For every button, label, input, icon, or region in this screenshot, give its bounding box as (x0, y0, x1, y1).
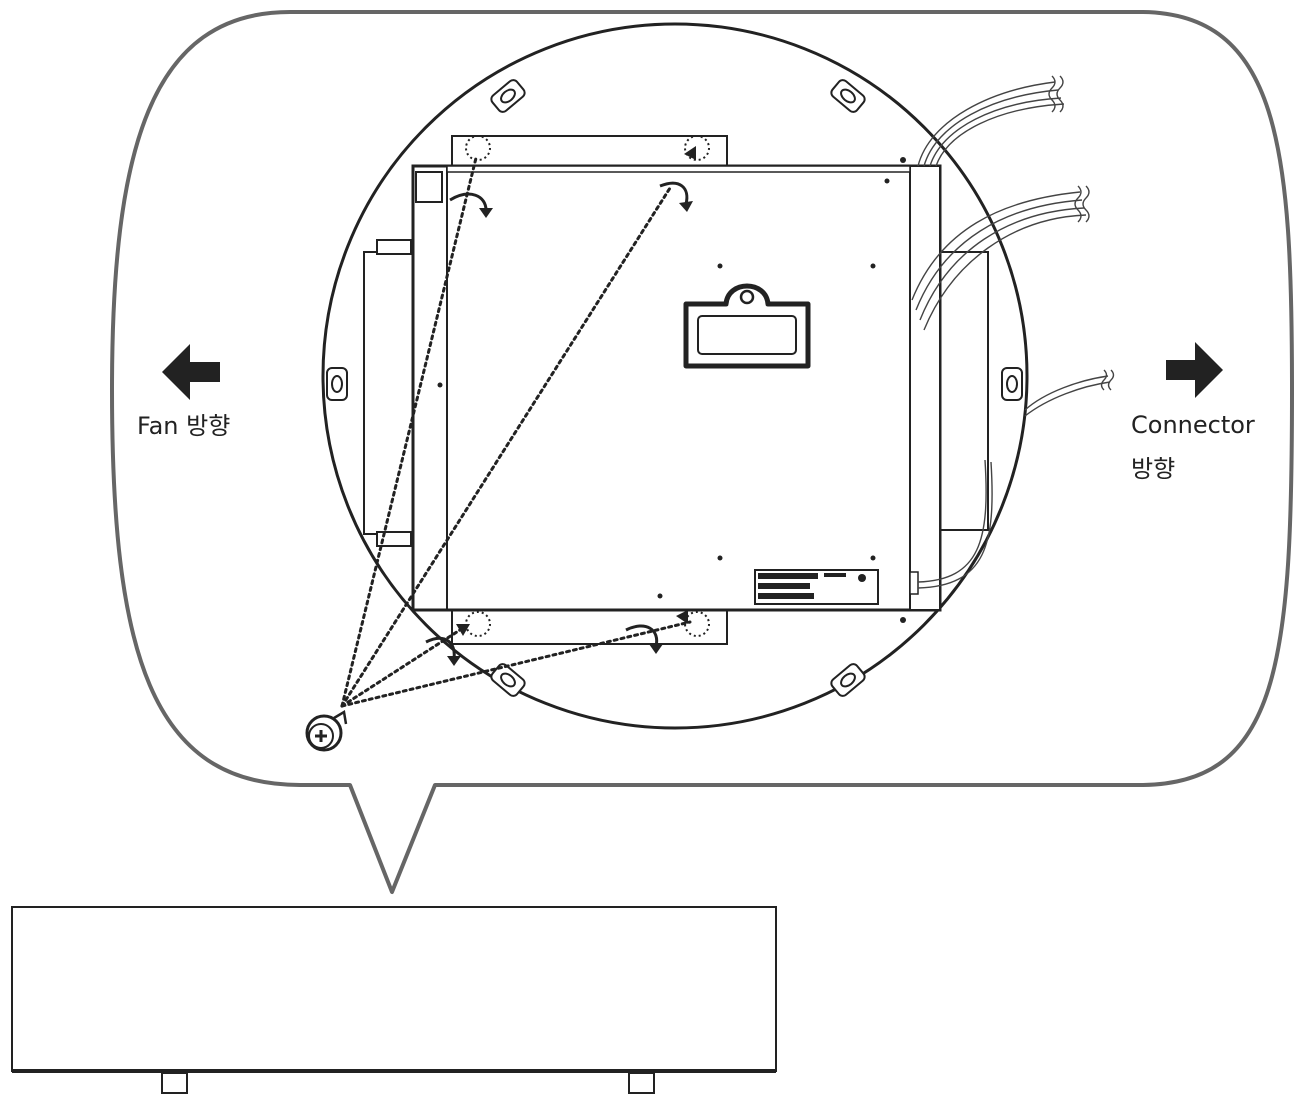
label-sticker (754, 569, 879, 605)
cable-break-marks (1048, 75, 1115, 391)
left-clip (415, 171, 443, 203)
right-arrow-icon (1166, 342, 1223, 398)
rotation-arrowheads (447, 146, 696, 666)
box-dots (437, 157, 906, 623)
cables (911, 81, 1111, 589)
connector-direction-label-line2: 방향 (1131, 455, 1176, 483)
screw-guide-lines (340, 156, 692, 708)
main-box (411, 164, 942, 612)
connector-direction-label-line1: Connector (1131, 411, 1255, 439)
side-connector (909, 571, 919, 595)
device-foot-right (628, 1072, 655, 1094)
handle-plate (683, 283, 811, 369)
mount-tabs (326, 79, 1023, 697)
screw-icon (305, 709, 348, 752)
screw-holes (465, 135, 710, 637)
left-arrow-icon (162, 344, 220, 400)
rotation-arrows (425, 181, 689, 659)
device-box (11, 906, 777, 1094)
box-right-rail (909, 165, 941, 611)
box-top-stripe (446, 165, 911, 173)
fan-direction-label: Fan 방향 (137, 412, 231, 440)
device-foot-left (161, 1072, 188, 1094)
